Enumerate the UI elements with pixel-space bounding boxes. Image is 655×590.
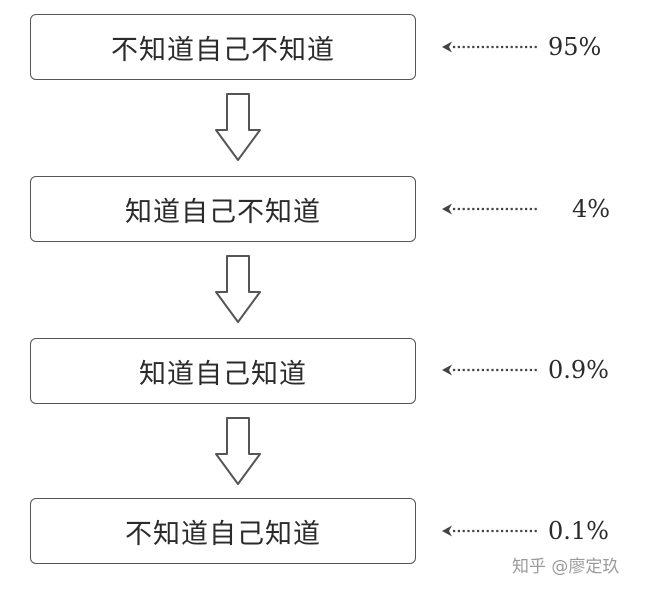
percent-label-2: 4% xyxy=(572,195,611,223)
percent-label-1: 95% xyxy=(548,33,602,61)
level-label-4: 不知道自己知道 xyxy=(125,518,321,550)
dotted-left-arrow-icon xyxy=(442,525,538,537)
level-box-2: 知道自己不知道 xyxy=(30,176,416,242)
level-box-3: 知道自己知道 xyxy=(30,338,416,404)
percent-label-3: 0.9% xyxy=(548,356,609,384)
dotted-left-arrow-icon xyxy=(442,364,538,376)
dotted-left-arrow-icon xyxy=(442,41,538,53)
level-label-1: 不知道自己不知道 xyxy=(111,34,335,66)
level-box-4: 不知道自己知道 xyxy=(30,498,416,564)
down-hollow-arrow-icon xyxy=(215,417,261,485)
level-box-1: 不知道自己不知道 xyxy=(30,14,416,80)
level-label-3: 知道自己知道 xyxy=(139,358,307,390)
watermark: 知乎 @廖定玖 xyxy=(512,557,620,577)
dotted-left-arrow-icon xyxy=(442,203,538,215)
level-label-2: 知道自己不知道 xyxy=(125,196,321,228)
down-hollow-arrow-icon xyxy=(215,93,261,161)
percent-label-4: 0.1% xyxy=(548,517,609,545)
down-hollow-arrow-icon xyxy=(215,255,261,323)
